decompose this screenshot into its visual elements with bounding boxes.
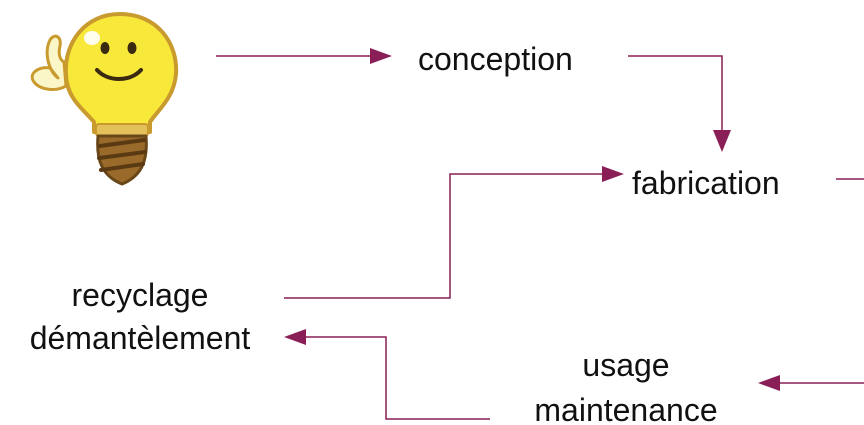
step-maintenance-label: maintenance: [534, 392, 718, 425]
step-usage-label: usage: [582, 347, 670, 383]
arrow-recyclage-to-fabrication: [284, 169, 619, 299]
step-fabrication-label: fabrication: [632, 165, 780, 201]
arrow-usage-to-demantelement: [289, 332, 490, 420]
arrow-conception-to-fabrication: [628, 55, 727, 149]
step-conception-label: conception: [418, 41, 573, 77]
step-recyclage-label: recyclage: [71, 277, 209, 313]
step-demantelement-label: démantèlement: [29, 320, 251, 356]
